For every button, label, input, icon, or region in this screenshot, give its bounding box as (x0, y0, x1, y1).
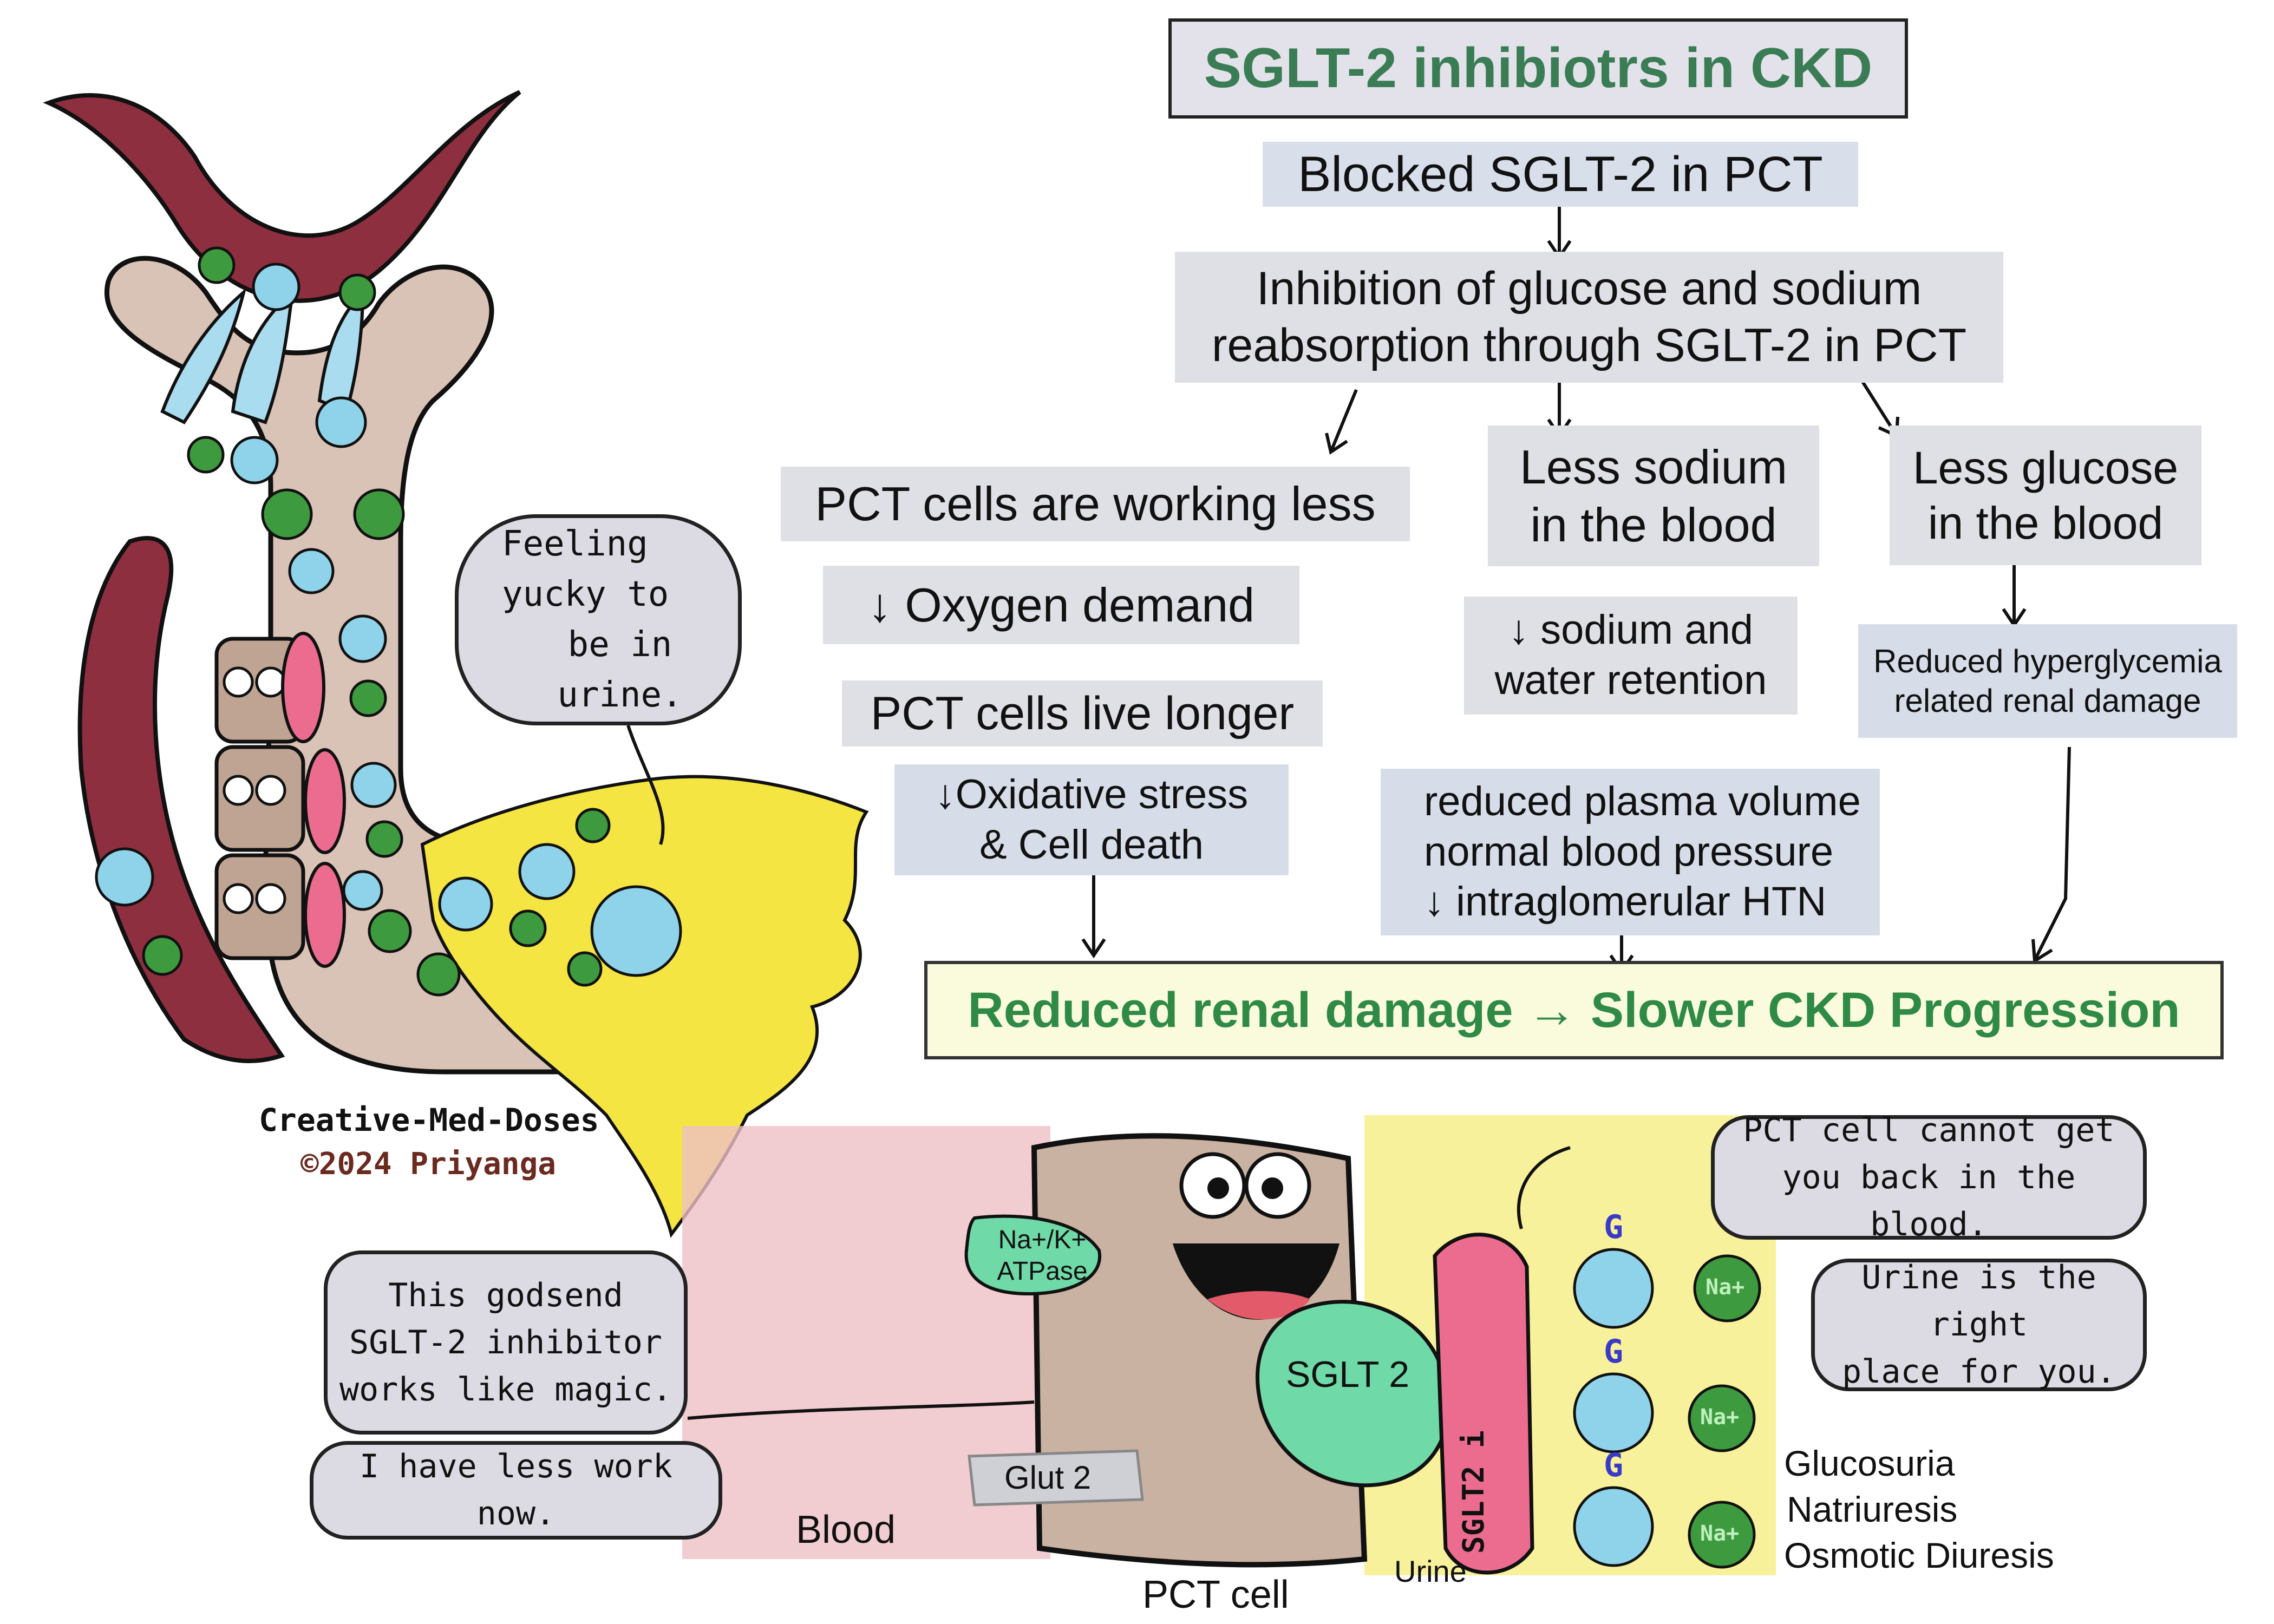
speech-bubble-cannot-get-back: PCT cell cannot get you back in the bloo… (1711, 1111, 2147, 1243)
claw-1 (160, 287, 247, 424)
natriuresis-label: Natriuresis (1787, 1489, 1958, 1529)
osmotic-diuresis-label: Osmotic Diuresis (1784, 1535, 2054, 1575)
less-glucose-box: Less glucose in the blood (1890, 425, 2201, 565)
urine-label: Urine (1394, 1554, 1467, 1588)
glucosuria-label: Glucosuria (1784, 1443, 1955, 1483)
atpase-label: Na+/K+ ATPase (997, 1226, 1088, 1286)
pct-working-less-box: PCT cells are working less (781, 467, 1410, 541)
plasma-volume-box: reduced plasma volume normal blood press… (1381, 769, 1880, 935)
speech-bubble-urine: Feeling yucky to be in urine. (455, 514, 742, 725)
speech-bubble-right-place: Urine is the right place for you. (1811, 1259, 2147, 1391)
na-label: Na+ (1700, 1405, 1740, 1430)
sodium-molecules (142, 246, 1761, 1569)
blocked-sglt2-box: Blocked SGLT-2 in PCT (1263, 142, 1858, 207)
vessel-left (77, 536, 285, 1063)
diagram-title: SGLT-2 inhibiotrs in CKD (1168, 18, 1908, 119)
vessel-top (43, 90, 521, 303)
pct-cell-label: PCT cell (1142, 1573, 1289, 1616)
sglt2-label: SGLT 2 (1286, 1354, 1410, 1395)
pct-live-longer-box: PCT cells live longer (842, 680, 1323, 746)
wall-cells (214, 632, 346, 968)
speech-bubble-less-work: I have less work now. (310, 1441, 722, 1540)
inhibitor-body (1433, 1233, 1534, 1575)
glucose-molecules (95, 263, 1654, 1567)
blood-label: Blood (796, 1508, 896, 1551)
na-label: Na+ (1706, 1275, 1745, 1300)
outcome-box: Reduced renal damage → Slower CKD Progre… (924, 961, 2224, 1059)
credit-author: ©2024 Priyanga (300, 1147, 557, 1182)
oxygen-demand-box: ↓ Oxygen demand (823, 566, 1299, 644)
glut2-shape (968, 1449, 1144, 1507)
speech-bubble-godsend: This godsend SGLT-2 inhibitor works like… (324, 1250, 688, 1435)
oxidative-stress-box: ↓Oxidative stress & Cell death (894, 764, 1289, 875)
inhibition-box: Inhibition of glucose and sodium reabsor… (1175, 252, 2003, 383)
less-sodium-box: Less sodium in the blood (1488, 425, 1819, 566)
hyperglycemia-box: Reduced hyperglycemia related renal dama… (1858, 624, 2237, 738)
atpase-shape (964, 1214, 1102, 1296)
sodium-retention-box: ↓ sodium and water retention (1464, 597, 1798, 715)
glucose-letter: G (1604, 1446, 1624, 1484)
glut2-label: Glut 2 (1004, 1459, 1092, 1496)
glucose-letter: G (1604, 1333, 1624, 1371)
sglt2-transporter (1256, 1300, 1450, 1488)
inhibitor-label: SGLT2 i (1456, 1430, 1491, 1554)
na-label: Na+ (1700, 1521, 1740, 1546)
credit-brand: Creative-Med-Doses (259, 1102, 599, 1138)
urine-band (1364, 1115, 1776, 1575)
glucose-letter: G (1604, 1208, 1624, 1246)
